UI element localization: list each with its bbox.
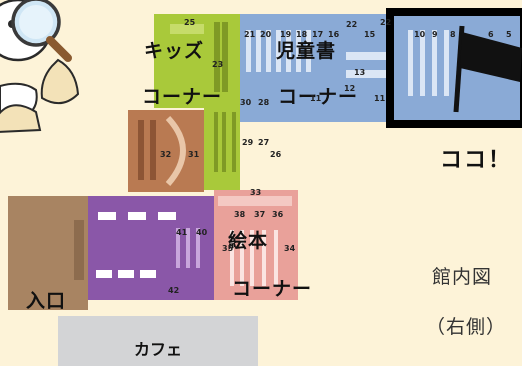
- children-books-zone: [240, 14, 390, 122]
- shelf-number: 41: [176, 228, 188, 237]
- map-title-line2: （右側）: [426, 316, 507, 338]
- shelf-number: 34: [284, 244, 296, 253]
- shelf-number: 20: [260, 30, 272, 39]
- shelf-number: 6: [488, 30, 494, 39]
- here-label: ココ！: [440, 148, 513, 173]
- shelf-number: 42: [168, 286, 180, 295]
- shelf-number: 27: [258, 138, 270, 147]
- shelf-number: 5: [506, 30, 512, 39]
- shelf-number: 15: [364, 30, 376, 39]
- flag-icon: [453, 25, 522, 113]
- shelf-number: 26: [270, 150, 282, 159]
- kids-corner-label: コーナー: [142, 86, 223, 108]
- shelf-number: 23: [212, 60, 224, 69]
- shelf-number: 17: [312, 30, 324, 39]
- brown-zone: [128, 110, 204, 192]
- shelf-number: 29: [242, 138, 254, 147]
- shelf-number: 38: [234, 210, 246, 219]
- kids-label: キッズ: [144, 40, 205, 62]
- purple-zone: [88, 196, 214, 300]
- shelf-number: 11: [310, 94, 322, 103]
- shelf-number: 36: [272, 210, 284, 219]
- shelf-number: 32: [160, 150, 172, 159]
- children-books-label: 児童書: [276, 40, 337, 62]
- shelf-number: 8: [450, 30, 456, 39]
- shelf-number: 31: [188, 150, 200, 159]
- shelf-number: 40: [196, 228, 208, 237]
- shelf-number: 11: [374, 94, 386, 103]
- shelf-number: 13: [354, 68, 366, 77]
- shelf-number: 33: [250, 188, 262, 197]
- shelf-number: 12: [344, 84, 356, 93]
- picture-corner-label: コーナー: [232, 278, 313, 300]
- kids-corner-zone: [154, 14, 240, 190]
- children-corner-label: コーナー: [278, 86, 359, 108]
- shelf-number: 10: [414, 30, 426, 39]
- shelf-number: 37: [254, 210, 266, 219]
- shelf-number: 19: [280, 30, 292, 39]
- picture-books-label: 絵本: [228, 230, 269, 252]
- shelf-number: 22: [380, 18, 392, 27]
- shelf-number: 25: [184, 18, 196, 27]
- shelf-number: 22: [346, 20, 358, 29]
- entrance-zone: [8, 196, 88, 310]
- shelf-number: 16: [328, 30, 340, 39]
- cafe-label: カフェ: [133, 340, 182, 359]
- entrance-label: 入口: [26, 290, 67, 312]
- picture-book-zone: [214, 190, 298, 300]
- shelf-number: 35: [222, 244, 234, 253]
- shelf-number: 28: [258, 98, 270, 107]
- magnifying-glass-icon: [0, 0, 80, 133]
- shelf-number: 21: [244, 30, 256, 39]
- map-title-line1: 館内図: [432, 266, 493, 288]
- shelf-number: 18: [296, 30, 308, 39]
- shelf-number: 30: [240, 98, 252, 107]
- cafe-area: カフェ: [58, 316, 258, 366]
- shelf-number: 9: [432, 30, 438, 39]
